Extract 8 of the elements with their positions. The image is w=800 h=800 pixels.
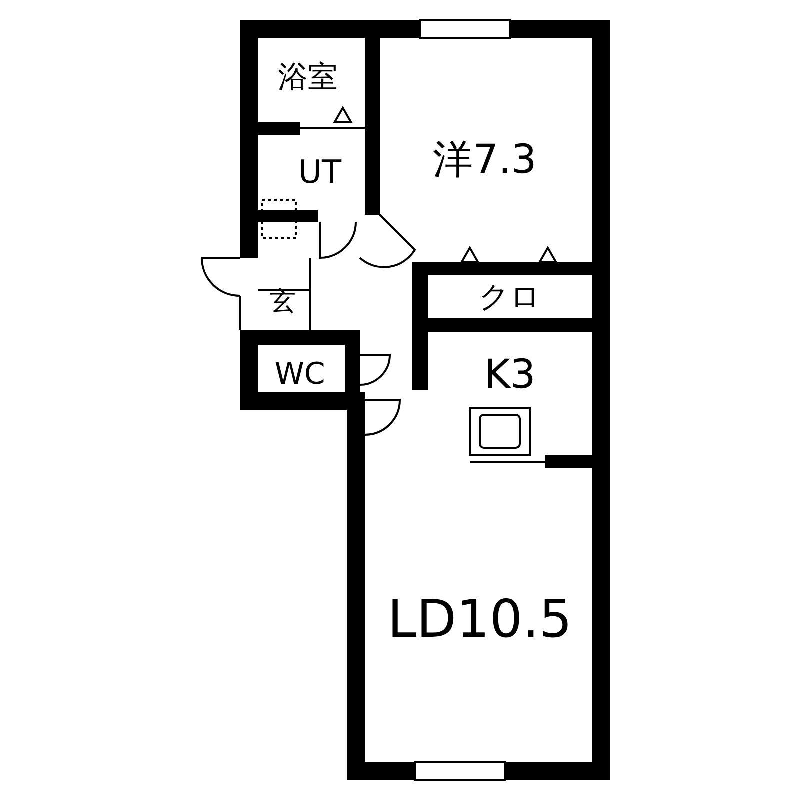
- room-label: LD10.5: [388, 594, 572, 646]
- room-label: K3: [484, 355, 536, 395]
- room-label: クロ: [479, 283, 541, 313]
- room-label: 洋7.3: [433, 140, 537, 180]
- room-label: WC: [274, 360, 326, 390]
- room-label: UT: [298, 156, 342, 188]
- room-label: 玄: [270, 289, 296, 315]
- room-label: 浴室: [278, 63, 338, 93]
